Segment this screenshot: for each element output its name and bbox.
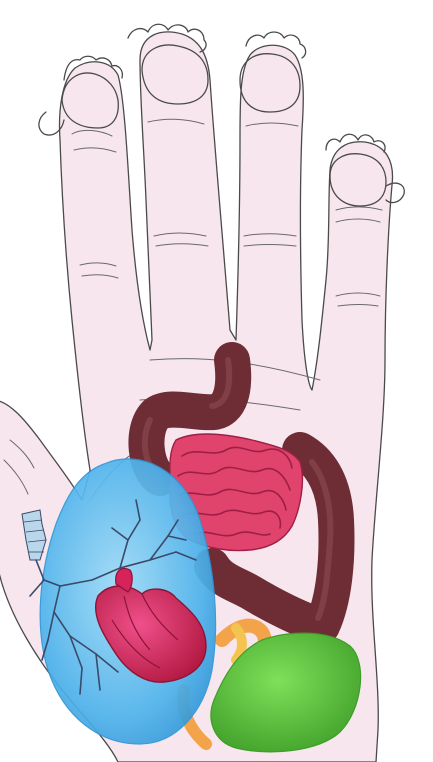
diagram-canvas [0, 0, 433, 762]
hand-reflexology-diagram [0, 0, 433, 762]
